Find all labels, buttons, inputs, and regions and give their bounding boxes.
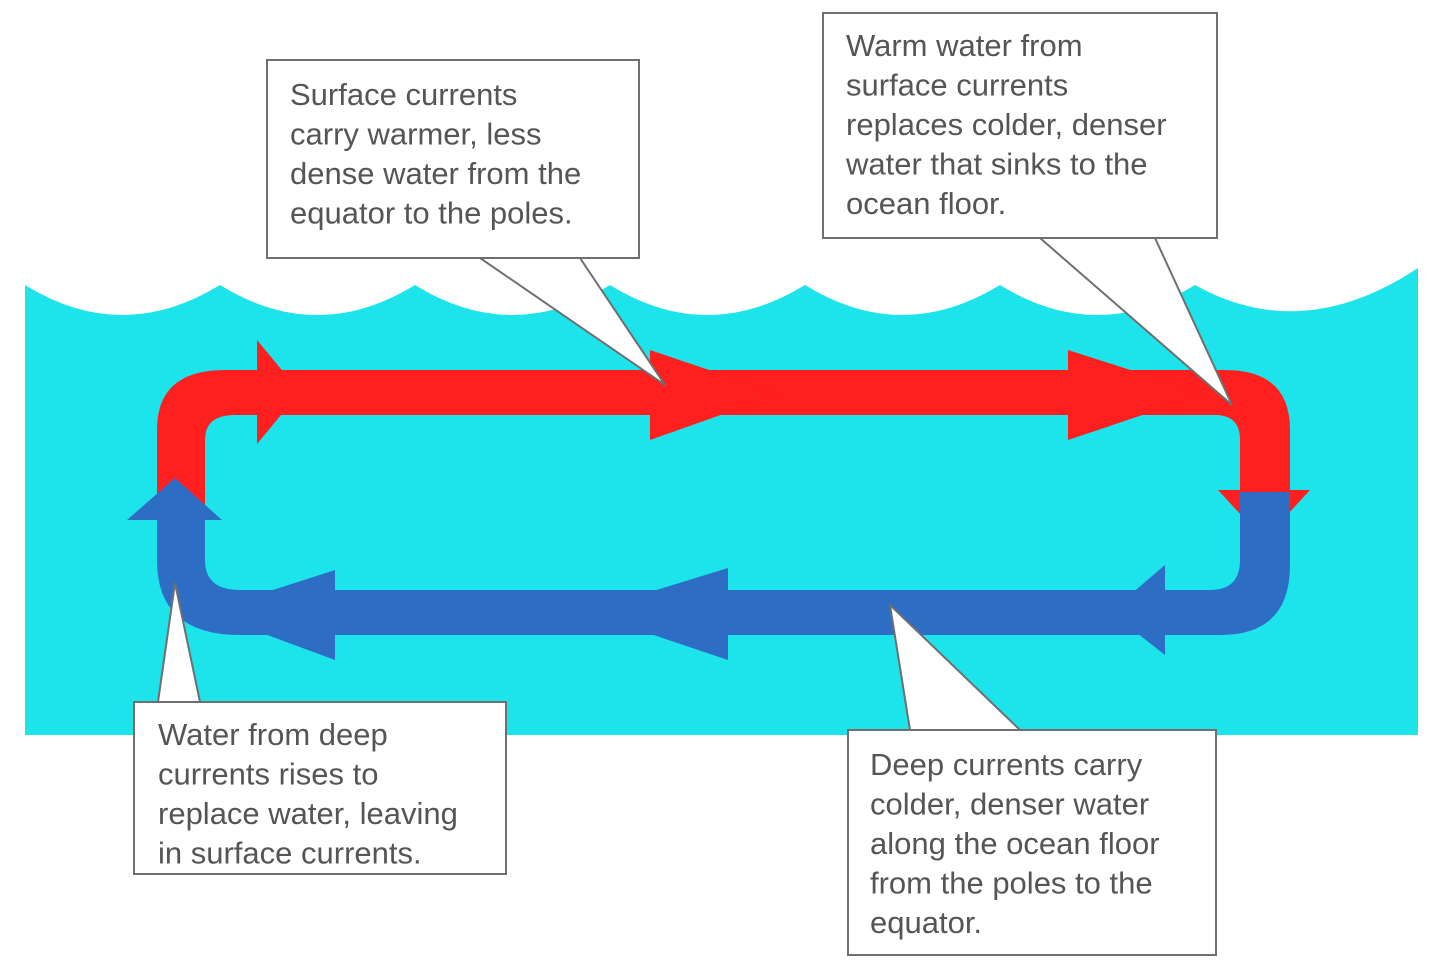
callout-line: Warm water from [846,28,1083,63]
callout-text: Water from deep currents rises to replace … [158,717,458,871]
callout-line: equator. [870,905,982,940]
callout-deep-currents: Deep currents carry colder, denser water a… [847,602,1217,956]
callout-line: equator to the poles. [290,196,573,231]
callout-line: ocean floor. [846,186,1006,221]
callout-line: dense water from the [290,156,581,191]
callout-text: Surface currents carry warmer, less dense … [290,77,581,231]
callout-line: along the ocean floor [870,826,1160,861]
callout-box [266,59,640,259]
callout-line: carry warmer, less [290,117,541,152]
deep-arrow-head-3 [205,570,335,660]
callout-line: Water from deep [158,717,388,752]
callout-line: from the poles to the [870,866,1153,901]
callout-line: colder, denser water [870,787,1149,822]
callout-text: Deep currents carry colder, denser water a… [870,747,1160,940]
callout-line: replaces colder, denser [846,107,1167,142]
surface-arrow-head-3 [1068,350,1205,440]
deep-arrow-head-1 [1110,565,1165,655]
surface-arrow-head-2 [650,350,780,440]
callout-text: Warm water from surface currents replaces … [845,28,1167,221]
ocean-water [25,268,1418,735]
callout-upwelling: Water from deep currents rises to replace … [133,582,507,875]
deep-current-band [157,492,1290,635]
callout-line: surface currents [846,68,1068,103]
surface-current-band [157,370,1290,525]
callout-line: currents rises to [158,757,379,792]
callout-sinking: Warm water from surface currents replaces … [822,12,1233,406]
callout-box [822,12,1218,239]
callout-line: replace water, leaving [158,796,458,831]
surface-arrow-head-1 [257,340,300,444]
deep-arrow-head-2 [585,568,728,660]
callout-line: water that sinks to the [845,147,1148,182]
callout-box [133,701,507,875]
callout-line: Deep currents carry [870,747,1143,782]
callout-line: in surface currents. [158,836,422,871]
callout-box [847,729,1217,956]
deep-current [127,478,1290,660]
deep-arrow-head-up [127,478,222,520]
callout-line: Surface currents [290,77,517,112]
callout-surface-currents: Surface currents carry warmer, less dense … [266,59,666,386]
